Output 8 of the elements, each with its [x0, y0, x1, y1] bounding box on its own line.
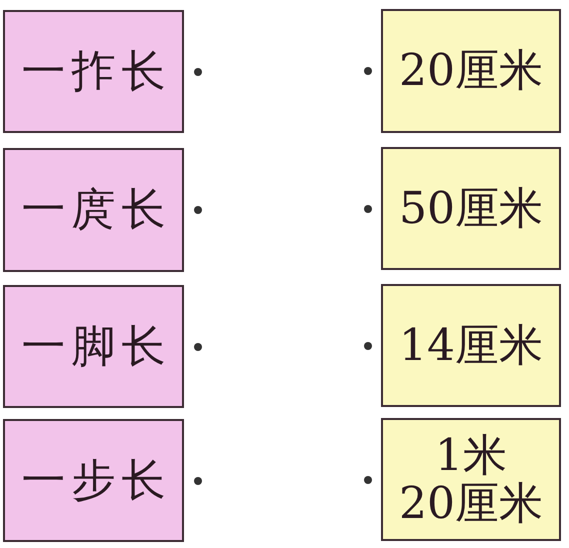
text-box: 20厘米 [381, 9, 561, 133]
text-box: 一庹长 [3, 148, 184, 272]
text-box: 一脚长 [3, 285, 184, 408]
text-box: 一步长 [3, 419, 184, 542]
text-box: 14厘米 [381, 284, 561, 407]
text-box: 一拃长 [3, 10, 184, 133]
text-box: 1米20厘米 [381, 418, 561, 541]
text-box: 50厘米 [381, 147, 561, 270]
